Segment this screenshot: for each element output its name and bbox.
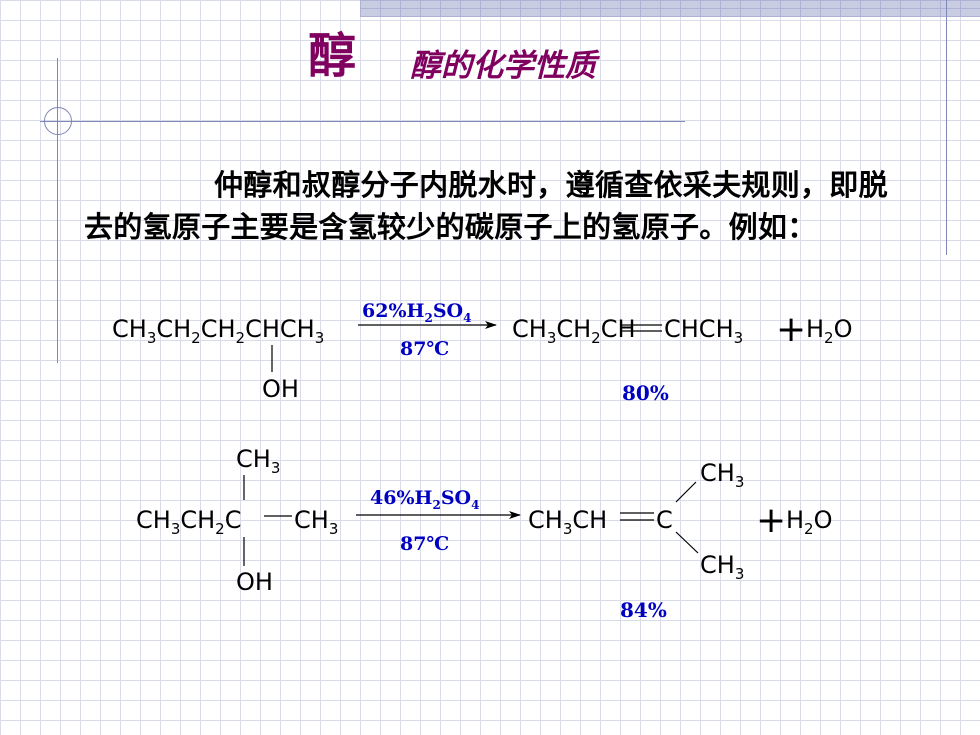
reaction2-product-carbon: C: [656, 506, 673, 534]
reaction2-top-methyl: CH3: [236, 445, 280, 477]
reaction1-condition-bottom: 87℃: [400, 338, 449, 360]
reaction1-oh: OH: [262, 375, 299, 403]
reaction2-yield: 84%: [620, 598, 667, 622]
reaction2-reactant: CH3CH2C: [136, 506, 241, 538]
reaction2-condition-bottom: 87℃: [400, 533, 449, 555]
reaction2-lower-branch-bond: [675, 531, 699, 554]
reaction2-oh: OH: [236, 568, 273, 596]
reaction2-condition-top: 46%H2SO4: [370, 487, 479, 512]
reaction1-product: CH3CH2CH: [512, 315, 636, 347]
reaction1-product-end: CHCH3: [664, 315, 743, 347]
reaction1-condition-top: 62%H2SO4: [362, 300, 471, 325]
top-decor-band: [360, 0, 980, 17]
slide-title: 醇: [308, 28, 357, 84]
reaction2-product: CH3CH: [528, 506, 607, 538]
reaction1-water: H2O: [806, 315, 852, 347]
reaction2-product-top-methyl: CH3: [700, 459, 744, 491]
reaction1-plus: +: [776, 309, 806, 350]
corner-circle-mark: [44, 107, 72, 135]
right-decor-line: [946, 0, 947, 255]
slide-subtitle: 醇的化学性质: [410, 48, 596, 84]
reaction2-plus: +: [756, 500, 786, 541]
title-underline: [40, 121, 685, 122]
reaction2-product-bottom-methyl: CH3: [700, 551, 744, 583]
left-decor-line: [57, 58, 58, 363]
body-paragraph: 仲醇和叔醇分子内脱水时，遵循查依采夫规则，即脱去的氢原子主要是含氢较少的碳原子上…: [84, 168, 888, 244]
reaction1-reactant: CH3CH2CH2CHCH3: [112, 315, 324, 347]
reaction2-right-methyl: CH3: [294, 506, 338, 538]
reaction2-water: H2O: [786, 506, 832, 538]
reaction1-yield: 80%: [622, 381, 669, 405]
reaction2-upper-branch-bond: [675, 481, 697, 503]
